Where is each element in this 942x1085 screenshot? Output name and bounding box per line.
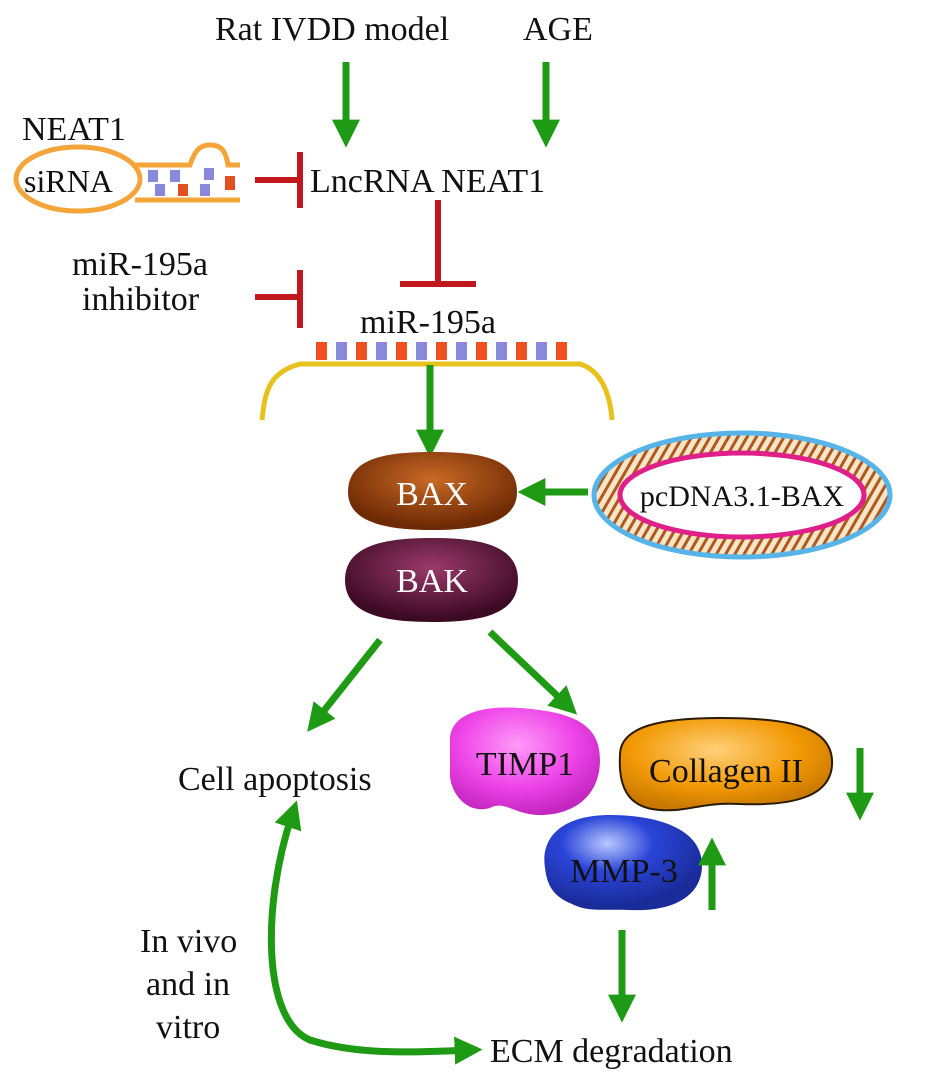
mir195a-inhibitor-label-line1: miR-195a (72, 246, 208, 283)
cell-apoptosis-label: Cell apoptosis (178, 761, 372, 798)
mir195a-label: miR-195a (360, 304, 496, 341)
inhibit-sirna-to-neat1 (255, 152, 303, 208)
bak-protein-icon (345, 538, 518, 622)
bidirectional-arrow-apoptosis-ecm (267, 800, 483, 1065)
sirna-hairpin-icon (13, 142, 240, 214)
sirna-label: siRNA (24, 163, 113, 199)
lncrna-neat1-label: LncRNA NEAT1 (310, 163, 545, 200)
mrna-strand-icon (259, 342, 615, 421)
inhibit-neat1-to-mir195a (400, 200, 476, 287)
mir195a-inhibitor-label-line2: inhibitor (82, 281, 200, 318)
in-vivo-label-line1: In vivo (140, 923, 237, 960)
collagen-ii-label: Collagen II (649, 753, 803, 790)
inhibit-inhibitor-to-mir195a (255, 270, 303, 328)
age-label: AGE (523, 11, 593, 48)
bax-label: BAX (396, 476, 468, 513)
mmp3-label: MMP-3 (570, 853, 678, 890)
arrow-bak-to-apoptosis (307, 637, 383, 732)
in-vivo-label-line2: and in (146, 966, 230, 1003)
ecm-degradation-label: ECM degradation (490, 1033, 733, 1070)
arrow-bak-to-ecm-proteins (487, 629, 578, 715)
neat1-label: NEAT1 (22, 111, 126, 148)
collagen-ii-protein-icon (618, 716, 834, 812)
timp1-protein-icon (449, 707, 600, 815)
mmp3-protein-icon (544, 815, 702, 911)
bax-protein-icon (348, 452, 517, 530)
rat-ivdd-model-label: Rat IVDD model (215, 11, 449, 48)
in-vivo-label-line3: vitro (156, 1009, 220, 1046)
pcdna-bax-label: pcDNA3.1-BAX (640, 480, 844, 513)
bak-label: BAK (396, 563, 468, 600)
plasmid-icon (591, 430, 893, 560)
timp1-label: TIMP1 (476, 746, 574, 783)
